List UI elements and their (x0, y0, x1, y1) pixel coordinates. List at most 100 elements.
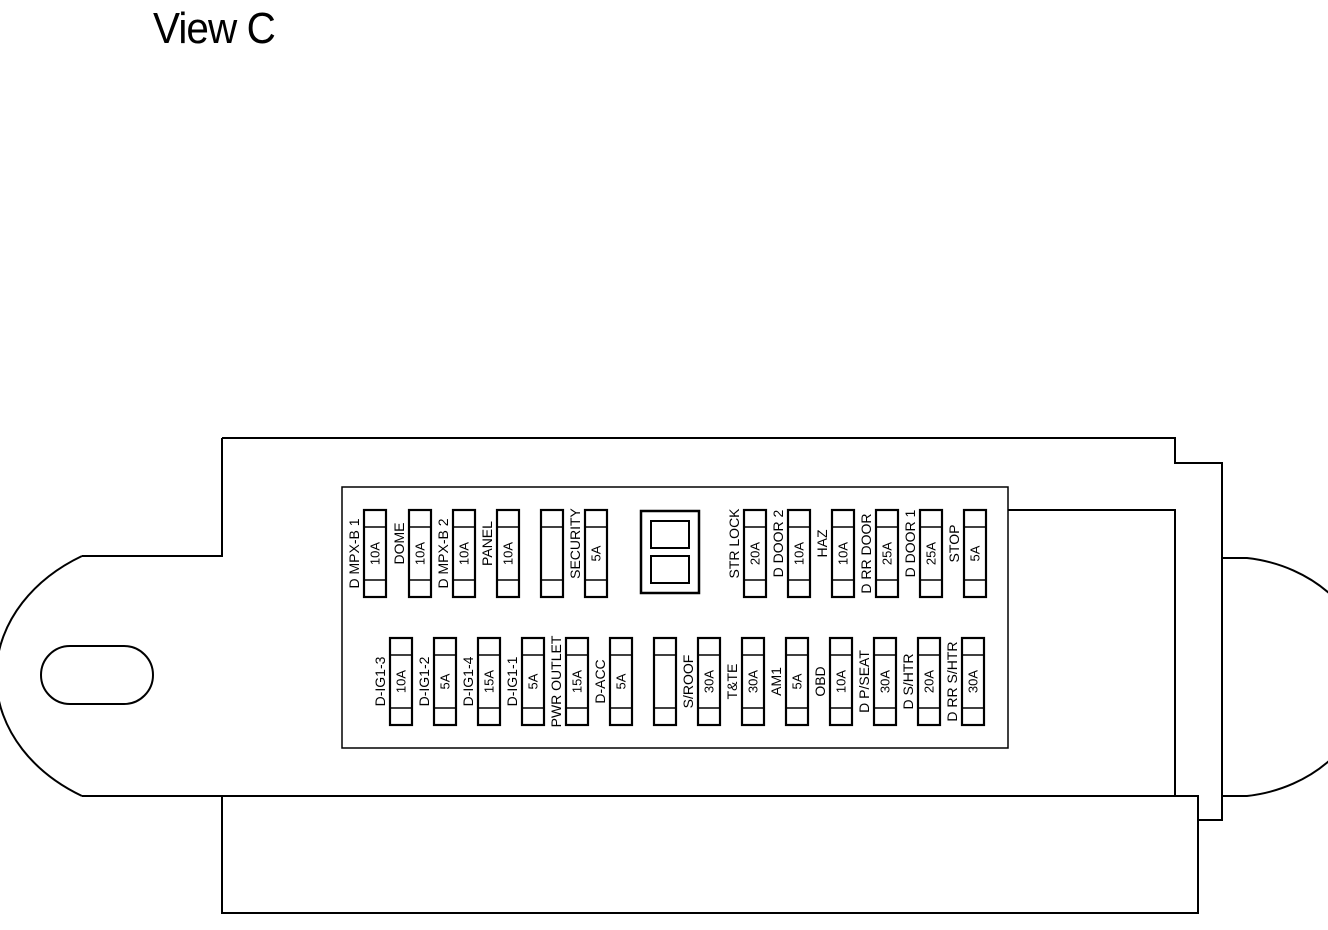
fuse-rating: 30A (966, 670, 981, 693)
fuse-body (608, 636, 634, 727)
fuse-bottom-3: 5A D-IG1-1 (504, 636, 546, 727)
hinge-right (1222, 557, 1328, 797)
mounting-slot (40, 645, 154, 705)
fuse-label: D-IG1-4 (460, 656, 476, 706)
fuse-body (918, 508, 944, 599)
fuse-label: D MPX-B 1 (346, 518, 362, 588)
fuse-body (960, 636, 986, 727)
fuse-rating: 30A (878, 670, 893, 693)
fuse-label: D-IG1-3 (372, 656, 388, 706)
fuse-bottom-6 (652, 636, 678, 727)
fuse-rating: 5A (790, 673, 805, 689)
fuse-rating: 10A (792, 542, 807, 565)
fuse-label: AM1 (768, 667, 784, 696)
fuse-rating: 10A (501, 542, 516, 565)
fuse-rating: 20A (922, 670, 937, 693)
fuse-rating: 5A (438, 673, 453, 689)
fuse-bottom-5: 5AD-ACC (592, 636, 634, 727)
fuse-body (520, 636, 546, 727)
fuse-label: D S/HTR (900, 654, 916, 710)
relay-block (639, 509, 701, 595)
fuse-rating: 10A (834, 670, 849, 693)
fuse-label: SECURITY (567, 507, 583, 578)
fuse-rating: 20A (748, 542, 763, 565)
fuse-label: PANEL (479, 521, 495, 566)
fuse-label: D DOOR 1 (902, 509, 918, 577)
fuse-label: D DOOR 2 (770, 509, 786, 577)
fuse-body (432, 636, 458, 727)
fuse-body (874, 508, 900, 599)
fuse-top-10: 25A D DOOR 1 (902, 508, 944, 599)
fuse-rating: 25A (924, 542, 939, 565)
fuse-label: D MPX-B 2 (435, 518, 451, 588)
fuse-body (495, 508, 521, 599)
fuse-top-11: 5A STOP (946, 508, 988, 599)
fuse-body (652, 636, 678, 727)
fuse-bottom-10: 10A OBD (812, 636, 854, 727)
fuse-top-6: 20A STR LOCK (726, 508, 768, 599)
fuse-body (916, 636, 942, 727)
view-title: View C (153, 4, 276, 53)
fuse-label: D RR DOOR (858, 513, 874, 593)
fuse-body (742, 508, 768, 599)
fuse-bottom-0: 10A D-IG1-3 (372, 636, 414, 727)
fuse-rating: 15A (482, 670, 497, 693)
fuse-label: STOP (946, 525, 962, 563)
fuse-body (696, 636, 722, 727)
fuse-top-7: 10A D DOOR 2 (770, 508, 812, 599)
fuse-top-4 (539, 508, 565, 599)
fuse-bottom-12: 20A D S/HTR (900, 636, 942, 727)
fuse-bottom-11: 30A D P/SEAT (856, 636, 898, 727)
fuse-body (476, 636, 502, 727)
fuse-bottom-1: 5AD-IG1-2 (416, 636, 458, 727)
fuse-label: DOME (391, 523, 407, 565)
fuse-panel (341, 486, 1009, 749)
fuse-label: D RR S/HTR (944, 641, 960, 721)
fuse-rating: 15A (570, 670, 585, 693)
fuse-label: STR LOCK (726, 508, 742, 579)
fuse-bottom-4: 15A PWR OUTLET (548, 635, 590, 727)
fuse-bottom-13: 30A D RR S/HTR (944, 636, 986, 727)
housing-outline (0, 437, 1223, 914)
fuse-rating: 25A (880, 542, 895, 565)
fuse-body (407, 508, 433, 599)
fuse-body (539, 508, 565, 599)
fuse-rating: 5A (614, 673, 629, 689)
fuse-body (786, 508, 812, 599)
relay-slot-lower (650, 555, 690, 584)
fuse-body (362, 508, 388, 599)
fuse-top-9: 25A D RR DOOR (858, 508, 900, 599)
fuse-label: D P/SEAT (856, 650, 872, 713)
fuse-rating: 10A (394, 670, 409, 693)
fuse-rating: 30A (746, 670, 761, 693)
fuse-label: PWR OUTLET (548, 635, 564, 727)
fuse-body (828, 636, 854, 727)
fuse-body (564, 636, 590, 727)
fuse-body (388, 636, 414, 727)
fuse-bottom-9: 5A AM1 (768, 636, 810, 727)
fuse-label: S/ROOF (680, 655, 696, 709)
fuse-body (872, 636, 898, 727)
fuse-rating: 10A (836, 542, 851, 565)
fuse-bottom-2: 15A D-IG1-4 (460, 636, 502, 727)
fuse-body (830, 508, 856, 599)
fuse-label: OBD (812, 666, 828, 696)
fuse-body (451, 508, 477, 599)
fuse-rating: 30A (702, 670, 717, 693)
fuse-rating: 5A (968, 545, 983, 561)
fuse-rating: 5A (526, 673, 541, 689)
fuse-top-5: 5A SECURITY (567, 507, 609, 599)
relay-slot-upper (650, 520, 690, 549)
fuse-label: D-IG1-1 (504, 656, 520, 706)
fuse-body (583, 508, 609, 599)
fuse-top-3: 10A PANEL (479, 508, 521, 599)
fuse-rating: 10A (368, 542, 383, 565)
fuse-rating: 5A (589, 545, 604, 561)
